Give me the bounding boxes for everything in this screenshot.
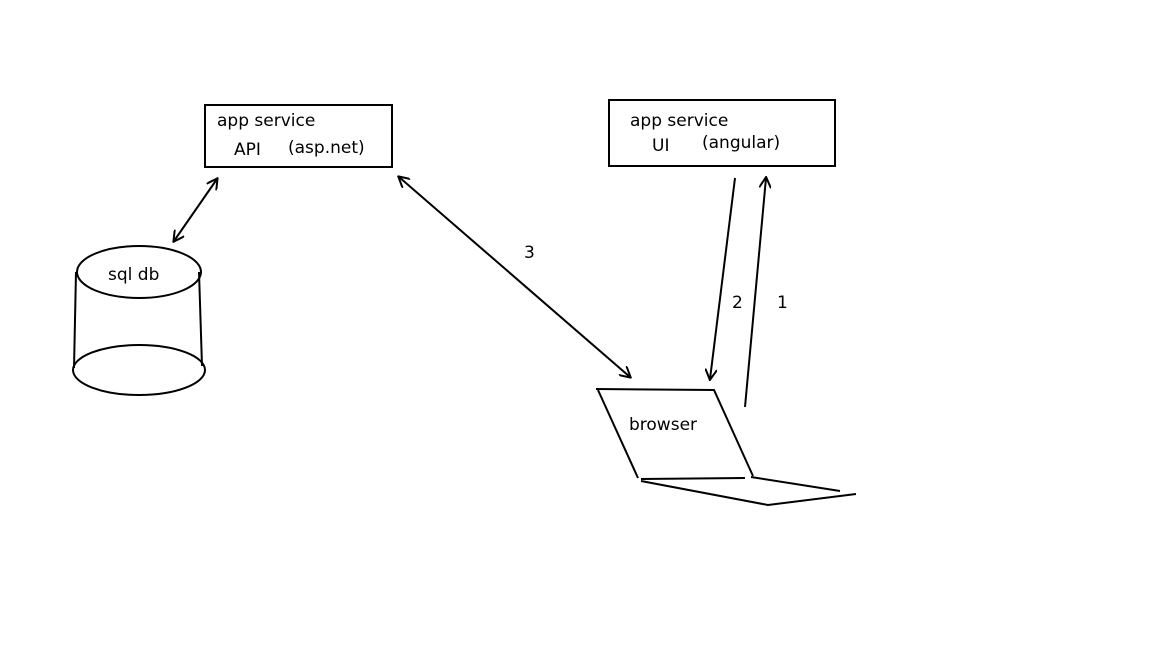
- edge-label-1: 1: [777, 293, 788, 313]
- api-app-service-box: app service API (asp.net): [204, 104, 393, 168]
- sql-db-cylinder: sql db: [72, 245, 206, 396]
- api-box-tech: (asp.net): [288, 138, 365, 158]
- ui-app-service-box: app service UI (angular): [608, 99, 836, 167]
- browser-label: browser: [629, 415, 697, 435]
- ui-to-browser-arrow: [710, 177, 736, 379]
- edge-label-3: 3: [524, 243, 535, 263]
- ui-box-title: app service: [630, 111, 728, 131]
- browser-to-ui-arrow: [744, 178, 766, 408]
- api-box-title: app service: [217, 111, 315, 131]
- browser-laptop: browser: [595, 388, 857, 507]
- ui-box-label: UI: [652, 136, 669, 156]
- ui-box-tech: (angular): [702, 133, 780, 153]
- sql-db-label: sql db: [108, 265, 159, 285]
- api-browser-arrow: [399, 177, 630, 377]
- edge-label-2: 2: [732, 293, 743, 313]
- api-box-label: API: [234, 140, 261, 160]
- db-api-arrow: [174, 179, 217, 241]
